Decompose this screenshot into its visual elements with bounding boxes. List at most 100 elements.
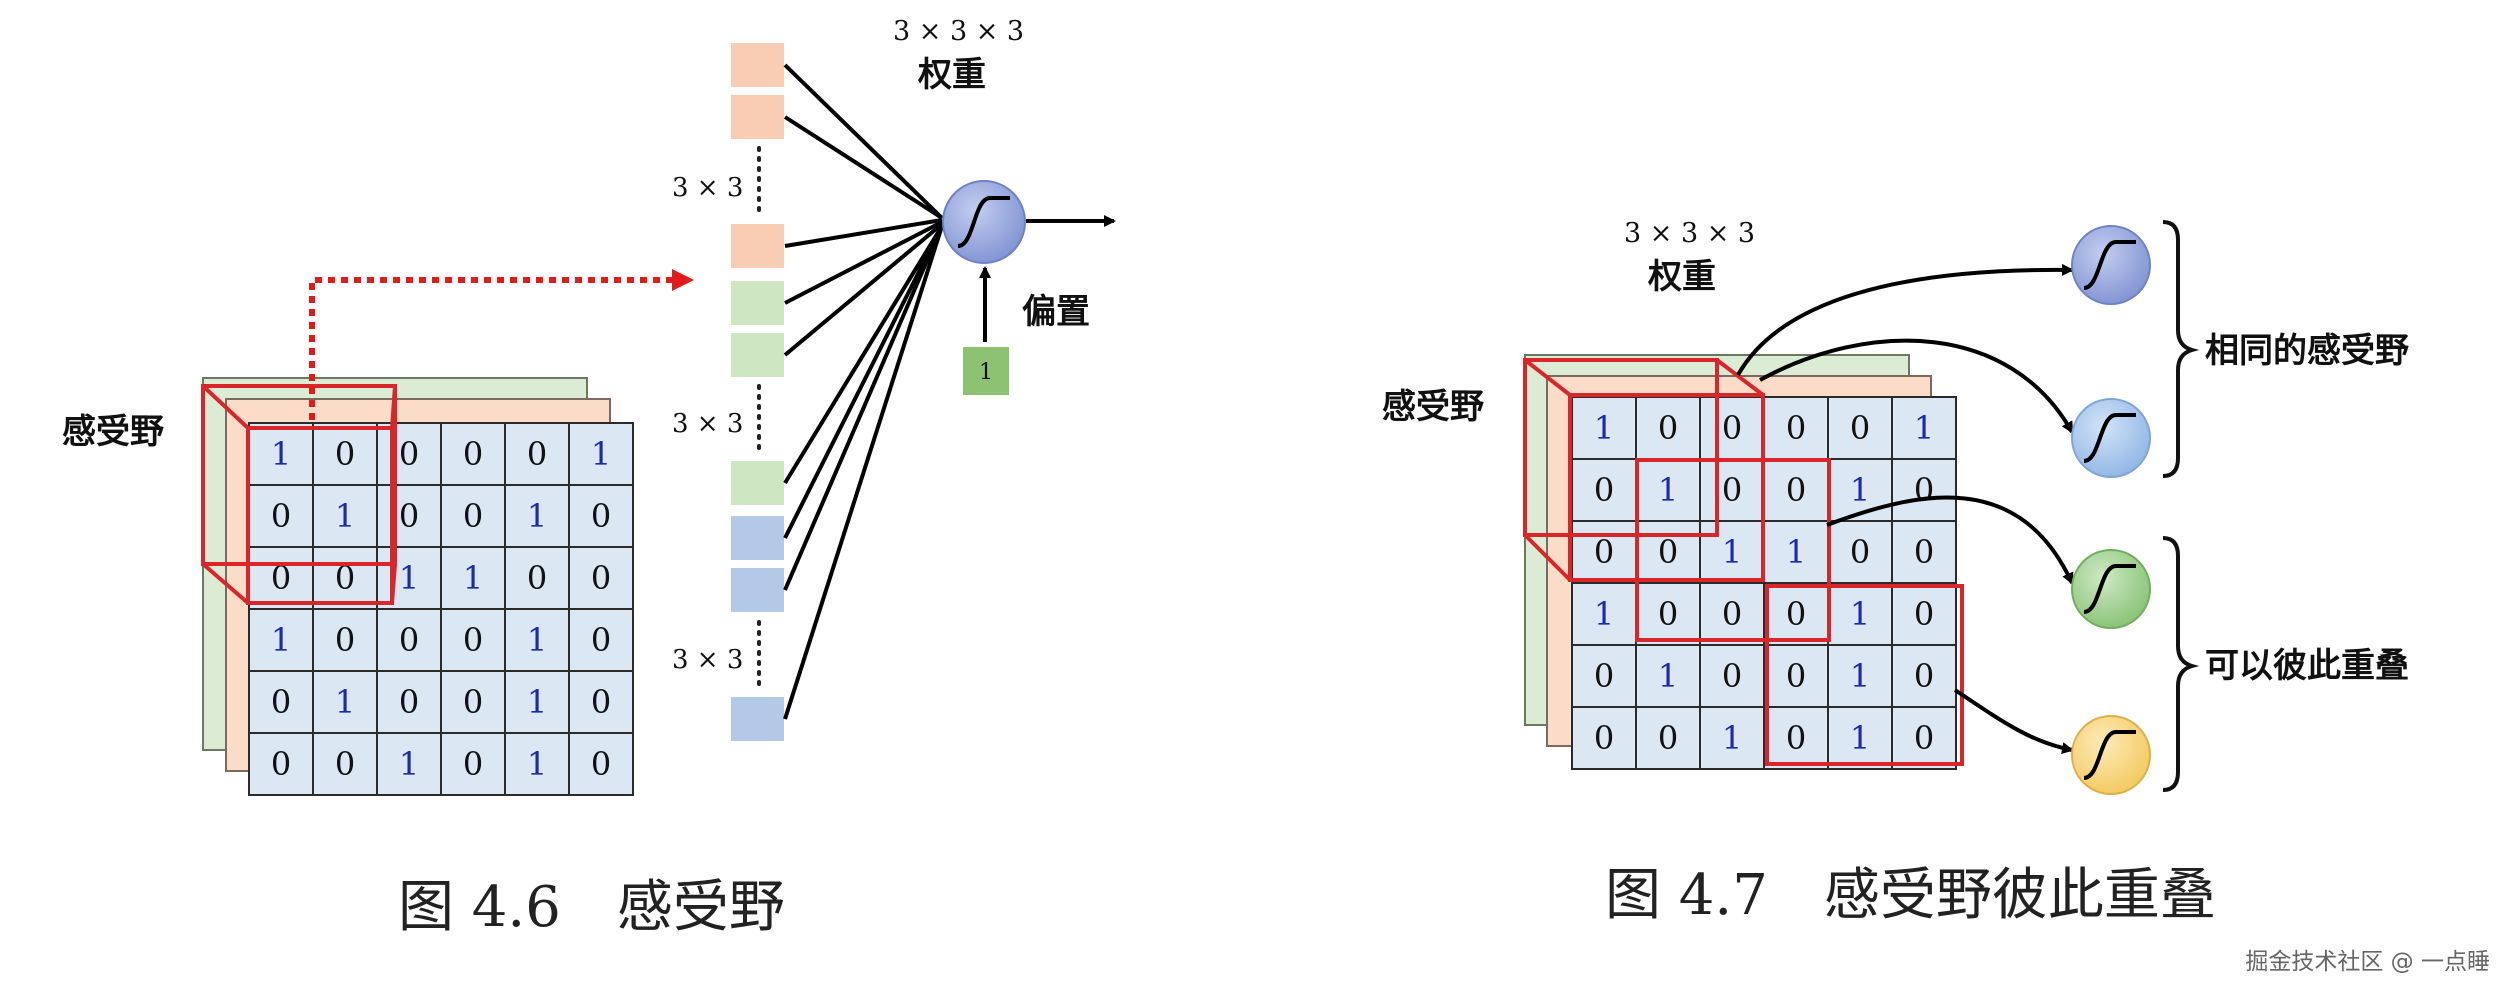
grid-cell-value: 1 <box>271 435 291 473</box>
grid-cell-value: 1 <box>591 435 611 473</box>
grid-cell-value: 0 <box>1914 719 1934 757</box>
grid-cell-value: 0 <box>399 683 419 721</box>
grid-cell-value: 1 <box>527 621 547 659</box>
braces <box>2162 220 2200 792</box>
weight-green <box>729 279 786 327</box>
receptive-field-cube <box>1523 358 1765 582</box>
grid-cell-value: 0 <box>271 745 291 783</box>
neuron-blue <box>2071 225 2151 305</box>
grid-cell-value: 1 <box>1594 409 1614 447</box>
grid-cell-value: 0 <box>1722 595 1742 633</box>
grid-cell-value: 0 <box>1722 657 1742 695</box>
brace-label-same: 相同的感受野 <box>2205 331 2409 371</box>
grid-cell <box>1827 644 1893 708</box>
brace-label-overlap: 可以彼此重叠 <box>2205 646 2409 686</box>
grid-cell-value: 0 <box>1658 409 1678 447</box>
grid-cell-value: 1 <box>399 559 419 597</box>
weight-green <box>729 331 786 379</box>
weights-label-left: 权重 <box>917 55 986 95</box>
grid-cell-value: 0 <box>591 559 611 597</box>
grid-cell-value: 0 <box>1594 471 1614 509</box>
grid-cell-value: 0 <box>1658 595 1678 633</box>
grid-cell-value: 0 <box>591 683 611 721</box>
field-connections <box>1736 263 2074 755</box>
grid-cell-value: 0 <box>463 683 483 721</box>
neuron-yellow <box>2071 715 2151 795</box>
receptive-field-label-left: 感受野 <box>62 412 164 452</box>
weight-blue <box>729 514 786 562</box>
grid-cell-value: 1 <box>335 497 355 535</box>
sigmoid-icon <box>957 196 1010 248</box>
grid-cell-value: 0 <box>1786 409 1806 447</box>
grid-cell-value: 0 <box>271 683 291 721</box>
grid-cell <box>1699 520 1765 584</box>
weight-orange <box>729 222 786 270</box>
group-label: 3 × 3 <box>672 645 743 675</box>
grid-cell-value: 1 <box>1594 595 1614 633</box>
grid-cell <box>568 732 634 796</box>
grid-cell-value: 0 <box>1594 533 1614 571</box>
grid-cell-value: 0 <box>591 497 611 535</box>
grid-cell-value: 0 <box>463 621 483 659</box>
grid-cell-value: 0 <box>1914 657 1934 695</box>
grid-cell-value: 0 <box>399 435 419 473</box>
grid-cell <box>1891 706 1957 770</box>
grid-cell-value: 0 <box>591 621 611 659</box>
grid-cell <box>1635 706 1701 770</box>
grid-cell-value: 0 <box>1786 595 1806 633</box>
bias-label: 偏置 <box>1022 292 1090 332</box>
weight-blue <box>729 566 786 614</box>
weights-label-right: 权重 <box>1647 257 1716 297</box>
grid-cell-value: 0 <box>1722 409 1742 447</box>
sigmoid-icon <box>2083 240 2136 780</box>
grid-cell-value: 1 <box>463 559 483 597</box>
grid-cell-value: 0 <box>1658 533 1678 571</box>
projection-arrow <box>309 269 694 420</box>
weight-orange <box>729 41 786 89</box>
grid-cell-value: 0 <box>399 621 419 659</box>
group-label: 3 × 3 <box>672 173 743 203</box>
grid-cell <box>1763 458 1829 522</box>
grid-cell-value: 1 <box>335 683 355 721</box>
grid-cell-value: 0 <box>1594 719 1614 757</box>
grid-cell-value: 0 <box>1786 471 1806 509</box>
grid-cell <box>376 732 442 796</box>
grid-cell <box>248 732 314 796</box>
grid-cell-value: 0 <box>527 435 547 473</box>
neuron-light-blue <box>2071 398 2151 478</box>
receptive-field-label-right: 感受野 <box>1382 387 1484 427</box>
grid-cell <box>1571 582 1637 646</box>
grid-cell <box>1827 458 1893 522</box>
grid-cell <box>312 484 378 548</box>
grid-cell-value: 1 <box>1850 657 1870 695</box>
grid-cell-value: 1 <box>1850 471 1870 509</box>
grid-cell-value: 0 <box>271 559 291 597</box>
grid-cell-value: 1 <box>1722 719 1742 757</box>
grid-cell-value: 1 <box>1786 533 1806 571</box>
grid-cell <box>440 608 506 672</box>
receptive-field-cube <box>201 384 397 605</box>
group-label: 3 × 3 <box>672 409 743 439</box>
grid-cell-value: 0 <box>271 497 291 535</box>
grid-cell <box>312 670 378 734</box>
caption-right: 图 4.7 感受野彼此重叠 <box>1605 863 2216 928</box>
watermark: 掘金技术社区 @ 一点睡 <box>2245 949 2490 975</box>
grid-cell-value: 0 <box>463 435 483 473</box>
overlap-windows <box>1635 458 1964 766</box>
grid-cell <box>312 732 378 796</box>
grid-cell-value: 1 <box>1914 409 1934 447</box>
grid-cell-value: 0 <box>463 745 483 783</box>
grid-cell-value: 0 <box>1914 595 1934 633</box>
grid-cell <box>1827 582 1893 646</box>
grid-cell-value: 1 <box>1658 471 1678 509</box>
grid-cell <box>1891 644 1957 708</box>
grid-cell <box>440 484 506 548</box>
grid-cell-value: 1 <box>399 745 419 783</box>
grid-cell <box>1891 396 1957 460</box>
grid-cell-value: 0 <box>1594 657 1614 695</box>
